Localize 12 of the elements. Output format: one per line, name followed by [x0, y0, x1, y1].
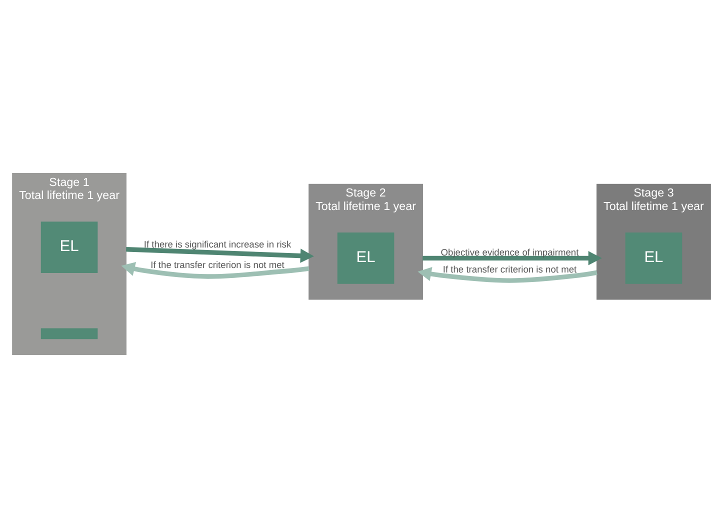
edge-label: If the transfer criterion is not met: [442, 264, 577, 275]
node-box: EL: [337, 232, 394, 284]
arrow: [121, 262, 310, 279]
node-box: EL: [40, 222, 98, 273]
arrow: [422, 251, 602, 266]
node-bar: [40, 328, 98, 340]
edge-label: If there is significant increase in risk: [144, 240, 292, 250]
edge-label: Objective evidence of impairment: [440, 248, 579, 258]
arrow: [418, 267, 598, 283]
arrow: [126, 247, 314, 263]
edge-label: If the transfer criterion is not met: [150, 260, 284, 270]
node-box: EL: [625, 232, 682, 284]
